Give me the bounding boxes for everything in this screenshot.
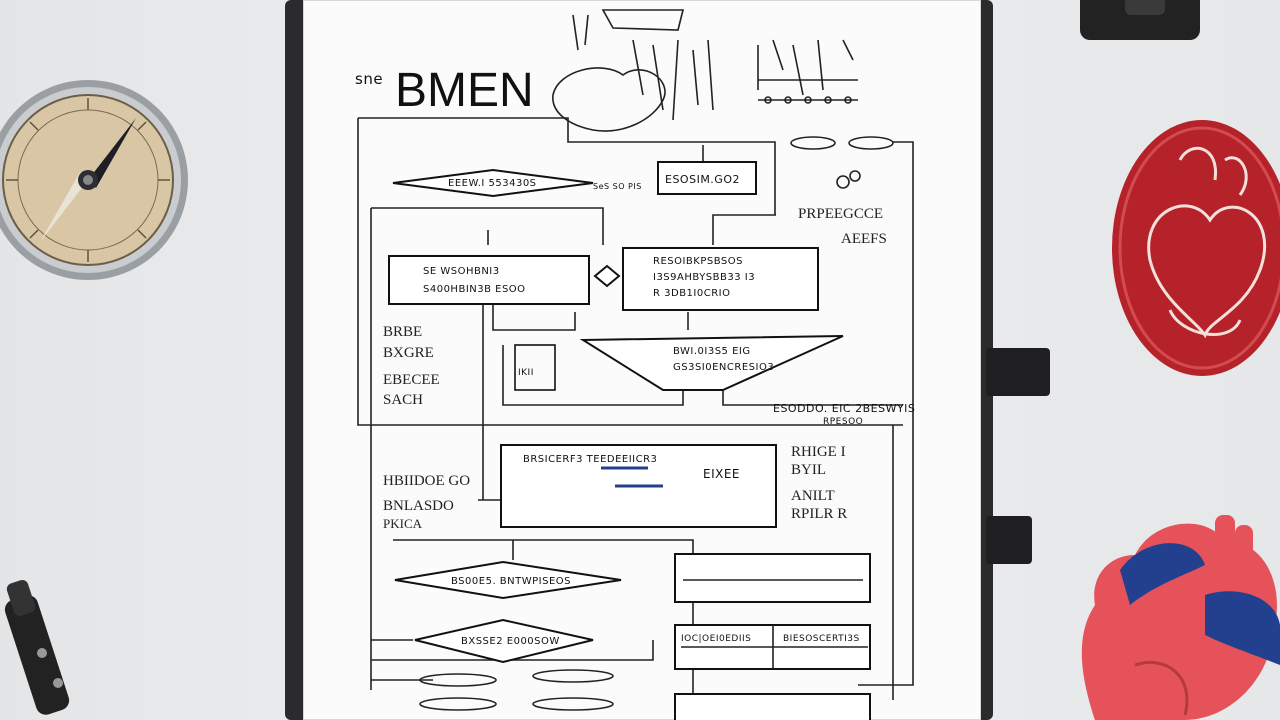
heart-model xyxy=(1081,515,1280,720)
arrow-note: SeS SO PIS xyxy=(593,182,642,191)
binder-tab xyxy=(986,348,1050,396)
process-label: EIXEE xyxy=(703,467,740,481)
heart-badge xyxy=(1112,120,1280,376)
flowchart-diagram: sne BMEN xyxy=(355,9,915,720)
page-title: BMEN xyxy=(395,64,534,117)
small-inner-label: IKII xyxy=(518,368,534,378)
multitool xyxy=(4,579,70,715)
side-label: EBECEE xyxy=(383,372,440,388)
decision-diamond xyxy=(414,618,594,664)
decision-label: BS00E5. BNTWPISEOS xyxy=(451,576,571,587)
title-prefix: sne xyxy=(355,70,383,88)
process-box xyxy=(674,553,871,603)
process-label: S400HBIN3B ESOO xyxy=(423,284,526,295)
side-label: RPESOO xyxy=(823,417,863,427)
side-label: PKICA xyxy=(383,516,423,531)
side-label: BYIL xyxy=(791,462,826,478)
connector-diamond xyxy=(593,264,621,288)
decision-label: BXSSE2 E000SOW xyxy=(461,636,560,647)
process-box xyxy=(657,161,757,195)
side-label: SACH xyxy=(383,392,423,408)
process-label: RESOIBKPSBSOS xyxy=(653,256,743,267)
process-label: R 3DB1I0CRIO xyxy=(653,288,730,299)
side-label: ANILT xyxy=(791,488,835,504)
small-inner-box xyxy=(514,344,556,391)
decision-label: EEEW.I 553430S xyxy=(448,178,537,189)
sketch-drawing xyxy=(552,9,858,132)
side-label: BNLASDO xyxy=(383,498,454,514)
side-label: BRBE xyxy=(383,324,422,340)
table-cell: BIESOSCERTI3S xyxy=(783,634,860,644)
process-label: I3S9AHBYSBB33 I3 xyxy=(653,272,755,283)
side-label: AEEFS xyxy=(841,231,887,247)
trapezoid-shape xyxy=(579,335,844,391)
table-cell: IOC|OEI0EDIIS xyxy=(681,634,751,644)
flowchart-sheet: sne BMEN xyxy=(303,0,981,720)
binder-tab xyxy=(986,516,1032,564)
process-box-label: ESOSIM.GO2 xyxy=(665,173,740,186)
process-label: SE WSOHBNI3 xyxy=(423,266,500,277)
side-label: BXGRE xyxy=(383,345,434,361)
compass xyxy=(0,80,188,280)
decision-diamond xyxy=(394,560,622,600)
side-label: HBIIDOE GO xyxy=(383,473,470,489)
side-label: RPILR R xyxy=(791,506,847,522)
process-box xyxy=(388,255,590,305)
side-label: RHIGE I xyxy=(791,444,846,460)
process-box xyxy=(622,247,819,311)
side-label: PRPEEGCCE xyxy=(798,206,883,222)
process-box xyxy=(674,693,871,720)
process-label: BRSICERF3 TEEDEEIICR3 xyxy=(523,454,657,465)
trapezoid-label: GS3SI0ENCRESIO3 xyxy=(673,362,774,373)
remote-clicker xyxy=(1080,0,1200,40)
decision-diamond xyxy=(392,168,594,198)
trapezoid-label: BWI.0I3S5 EIG xyxy=(673,346,751,357)
side-label: ESODDO. EIC 2BESWYIS xyxy=(773,402,915,415)
